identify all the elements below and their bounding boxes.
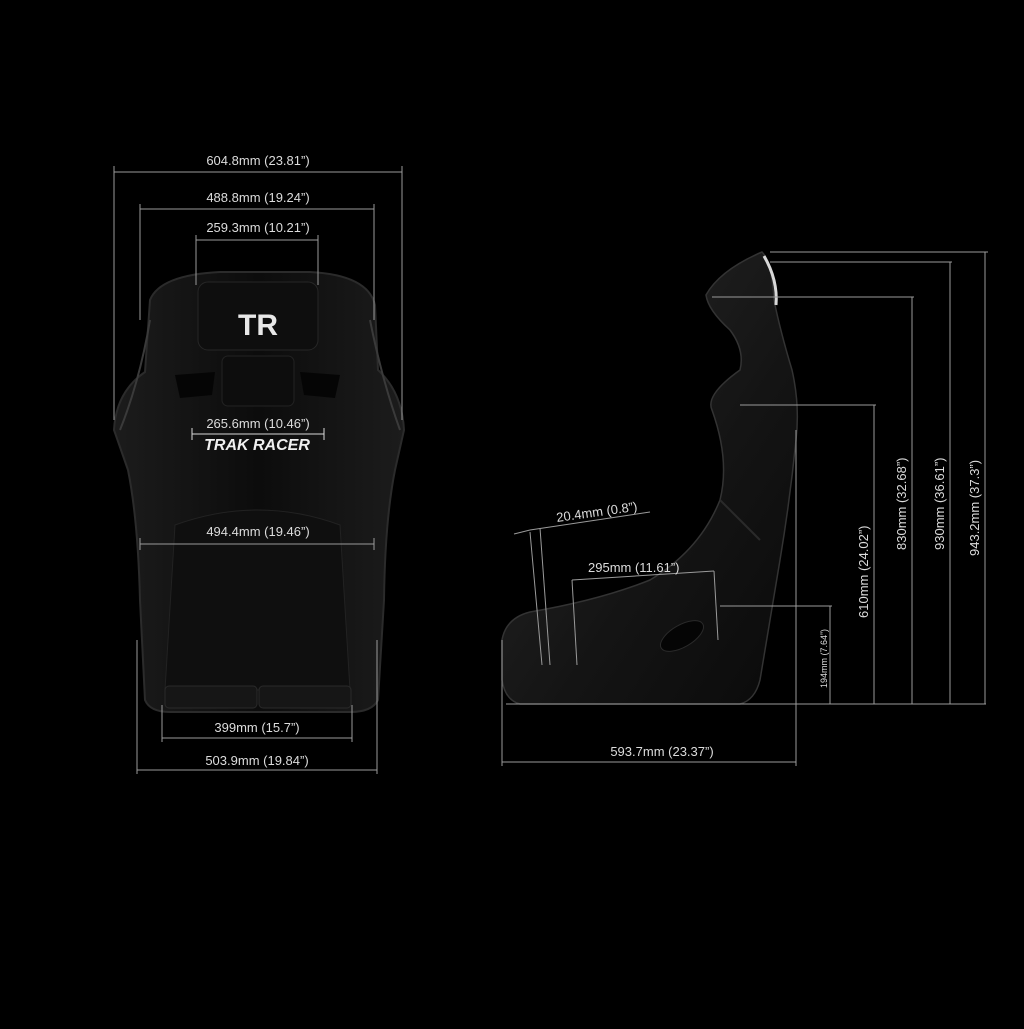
front-bolster-left [164, 685, 258, 709]
headrest-pad [197, 281, 319, 351]
logo-text: TR [238, 309, 278, 342]
side-dimensions: 20.4mm (0.8”) 295mm (11.61”) 593.7mm (23… [501, 251, 988, 766]
back-width-label: 265.6mm (10.46”) [206, 416, 309, 431]
base-width-label: 503.9mm (19.84”) [205, 753, 308, 768]
belt-slot-left [175, 372, 215, 398]
seat-depth-label: 295mm (11.61”) [588, 560, 680, 575]
seat-cushion [164, 509, 351, 691]
thickness-label: 20.4mm (0.8”) [555, 499, 638, 525]
back-pad [221, 355, 295, 407]
top-height-label: 930mm (36.61”) [932, 458, 947, 550]
headrest-width-label: 259.3mm (10.21”) [206, 220, 309, 235]
overall-width-label: 604.8mm (23.81”) [206, 153, 309, 168]
hip-width-label: 494.4mm (19.46”) [206, 524, 309, 539]
shoulder-height-label: 610mm (24.02”) [856, 526, 871, 618]
seat-brand-text: TRAK RACER [204, 437, 310, 454]
seat-inner-width-label: 399mm (15.7”) [214, 720, 299, 735]
side-seat-view [501, 251, 799, 705]
belt-slot-right [300, 372, 340, 398]
front-bolster-right [258, 685, 352, 709]
headrest-height-label: 830mm (32.68”) [894, 458, 909, 550]
front-seat-view: TR TRAK RACER [112, 271, 406, 713]
side-seat-shell [501, 251, 799, 705]
side-bolster-height-label: 194mm (7.64”) [819, 629, 829, 688]
overall-height-label: 943.2mm (37.3”) [967, 460, 982, 556]
front-dimensions: 604.8mm (23.81”) 488.8mm (19.24”) 259.3m… [113, 153, 403, 774]
side-belt-slot [660, 620, 704, 652]
shoulder-width-label: 488.8mm (19.24”) [206, 190, 309, 205]
overall-depth-label: 593.7mm (23.37”) [610, 744, 713, 759]
